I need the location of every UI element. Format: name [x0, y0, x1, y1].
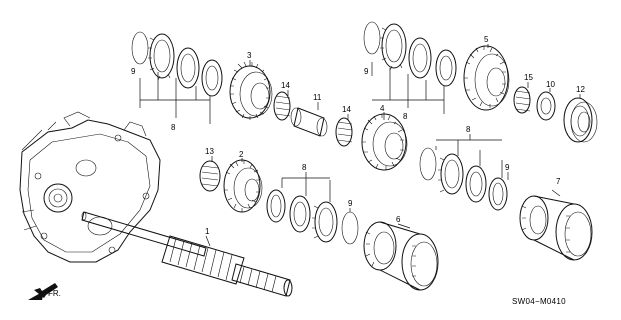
- callout-4: 4: [380, 104, 385, 113]
- callout-11: 11: [313, 93, 322, 102]
- callout-13: 13: [205, 147, 214, 156]
- needle-bearing-14a: [273, 91, 291, 121]
- synchro-set-upper-right: [363, 21, 457, 87]
- synchro-set-middle: [266, 189, 359, 245]
- diagram-code: SW04−M0410: [512, 297, 566, 306]
- callout-3: 3: [247, 51, 252, 60]
- transmission-case: [19, 111, 161, 263]
- leader-lines: [139, 44, 581, 247]
- callout-8: 8: [171, 123, 176, 132]
- needle-bearing-15: [513, 86, 531, 114]
- callout-8: 8: [466, 125, 471, 134]
- callout-8: 8: [403, 112, 408, 121]
- callout-6: 6: [396, 215, 401, 224]
- callout-14: 14: [342, 105, 351, 114]
- callout-9: 9: [131, 67, 136, 76]
- front-indicator-label: FR.: [48, 289, 61, 298]
- front-arrow: FR.: [28, 283, 61, 300]
- gear-4: [361, 113, 408, 171]
- collar-11: [290, 107, 328, 137]
- callout-numbers: 9 8 3 14 11 14 4 9 8 5 15 10 12 13 2 8 9…: [131, 35, 585, 236]
- gear-6: [363, 221, 439, 291]
- callout-1: 1: [205, 227, 210, 236]
- ball-bearing-12: [563, 97, 598, 143]
- callout-8: 8: [302, 163, 307, 172]
- mainshaft: [81, 211, 293, 297]
- callout-9: 9: [505, 163, 510, 172]
- callout-15: 15: [524, 73, 533, 82]
- callout-9: 9: [364, 67, 369, 76]
- callout-2: 2: [239, 150, 244, 159]
- callout-10: 10: [546, 80, 555, 89]
- needle-bearing-14b: [335, 117, 353, 147]
- gear-2: [223, 159, 263, 213]
- callout-12: 12: [576, 85, 585, 94]
- gear-5: [463, 45, 510, 111]
- synchro-set-upper-left: [131, 31, 223, 97]
- gear-7: [519, 195, 593, 261]
- callout-14: 14: [281, 81, 290, 90]
- callout-7: 7: [556, 177, 561, 186]
- gear-3: [229, 61, 273, 120]
- collar-10: [536, 91, 556, 121]
- synchro-set-lower-right: [419, 147, 508, 211]
- callout-5: 5: [484, 35, 489, 44]
- needle-bearing-13: [199, 160, 221, 192]
- callout-9: 9: [348, 199, 353, 208]
